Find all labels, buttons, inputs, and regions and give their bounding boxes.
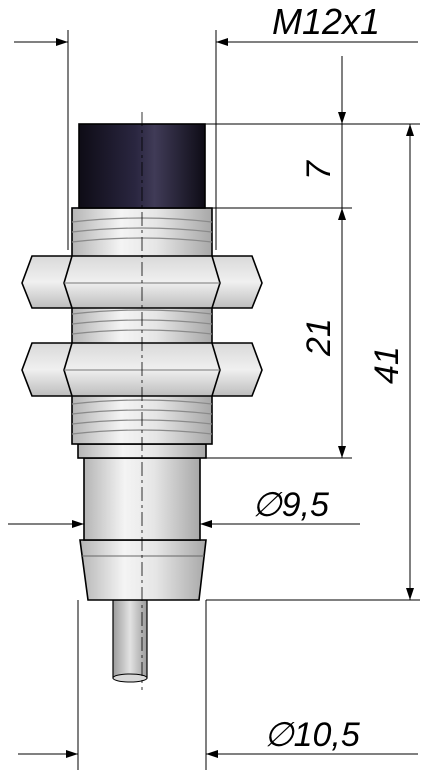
thread-length-dimension: 21 bbox=[300, 276, 346, 458]
cable bbox=[112, 599, 148, 683]
thread-length-label: 21 bbox=[300, 318, 338, 357]
cap-length-label: 7 bbox=[300, 160, 338, 180]
cap-length-dimension: 7 bbox=[300, 56, 346, 276]
body-diameter-dimension: ∅10,5 bbox=[18, 600, 418, 770]
neck-diameter-label: ∅9,5 bbox=[252, 486, 329, 524]
nut-lower bbox=[21, 342, 263, 397]
thread-dimension: M12x1 bbox=[14, 1, 418, 250]
neck-diameter-dimension: ∅9,5 bbox=[8, 486, 360, 528]
total-length-dimension: 41 bbox=[368, 124, 414, 600]
strain-relief bbox=[79, 539, 207, 601]
total-length-label: 41 bbox=[368, 346, 406, 384]
thread-label: M12x1 bbox=[272, 1, 380, 42]
body-diameter-label: ∅10,5 bbox=[264, 716, 360, 754]
